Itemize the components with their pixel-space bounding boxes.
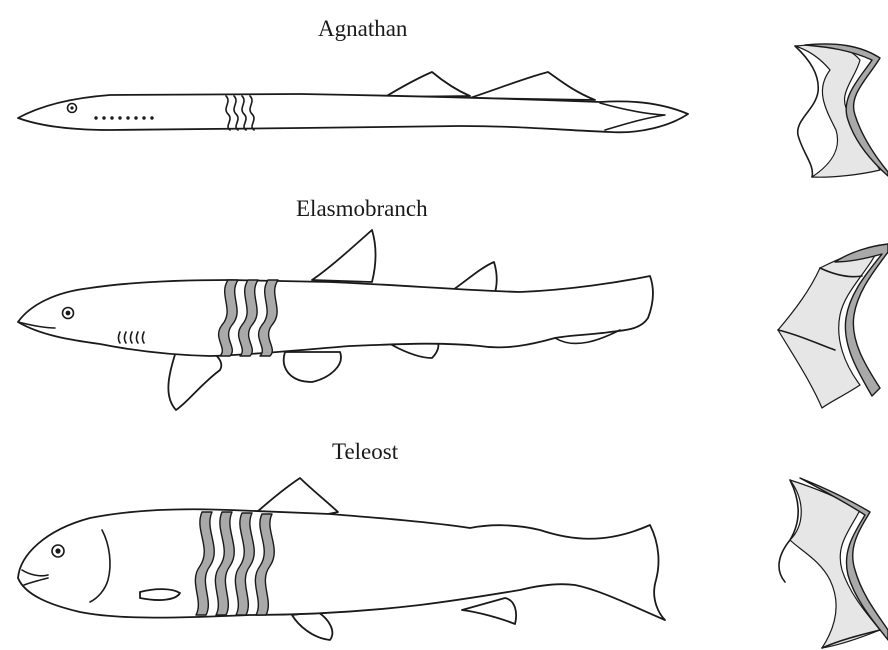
agnathan-myomere xyxy=(795,44,888,177)
elasmobranch-body xyxy=(18,230,653,410)
teleost-body xyxy=(18,478,665,640)
elasmobranch-myomere xyxy=(778,244,888,408)
agnathan-body xyxy=(18,72,688,132)
teleost-myomere xyxy=(779,478,888,648)
